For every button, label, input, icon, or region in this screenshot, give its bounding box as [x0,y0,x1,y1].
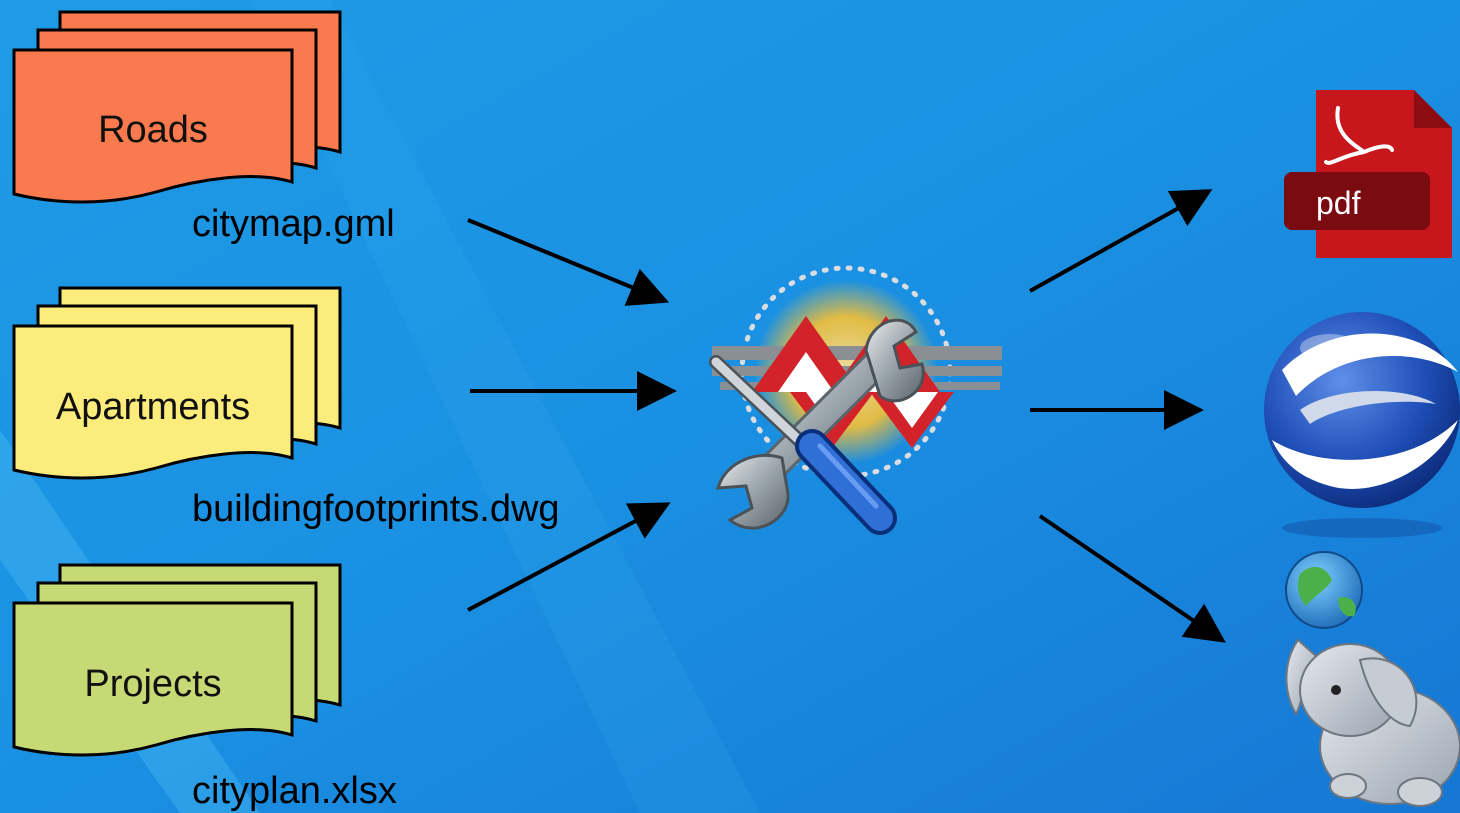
arrow-fme-to-pdf [1029,189,1213,293]
wrench-icon [715,318,925,530]
source-label: Projects [84,663,221,705]
source-filename: citymap.gml [192,203,395,245]
source-label: Apartments [56,386,250,428]
page-front [12,324,294,480]
source-stack-roads: Roads citymap.gml [12,10,395,245]
source-filename: cityplan.xlsx [192,770,397,812]
arrow-roads-to-fme [467,218,670,306]
pdf-file-icon: pdf [1284,90,1452,258]
source-stack-projects: Projects cityplan.xlsx [12,563,397,812]
source-label: Roads [98,109,208,151]
google-earth-icon [1264,312,1460,538]
fme-tools-icon [709,265,1002,535]
output-arrows [1029,189,1226,643]
pdf-label: pdf [1316,185,1361,221]
input-arrows [467,218,677,612]
source-stack-apartments: Apartments buildingfootprints.dwg [12,286,560,530]
page-front [12,48,294,204]
arrow-fme-to-postgis [1038,514,1226,643]
arrow-projects-to-fme [467,502,671,612]
source-filename: buildingfootprints.dwg [192,488,560,530]
page-front [12,601,294,757]
screwdriver-icon [709,355,897,535]
postgis-elephant-icon [1285,551,1460,807]
